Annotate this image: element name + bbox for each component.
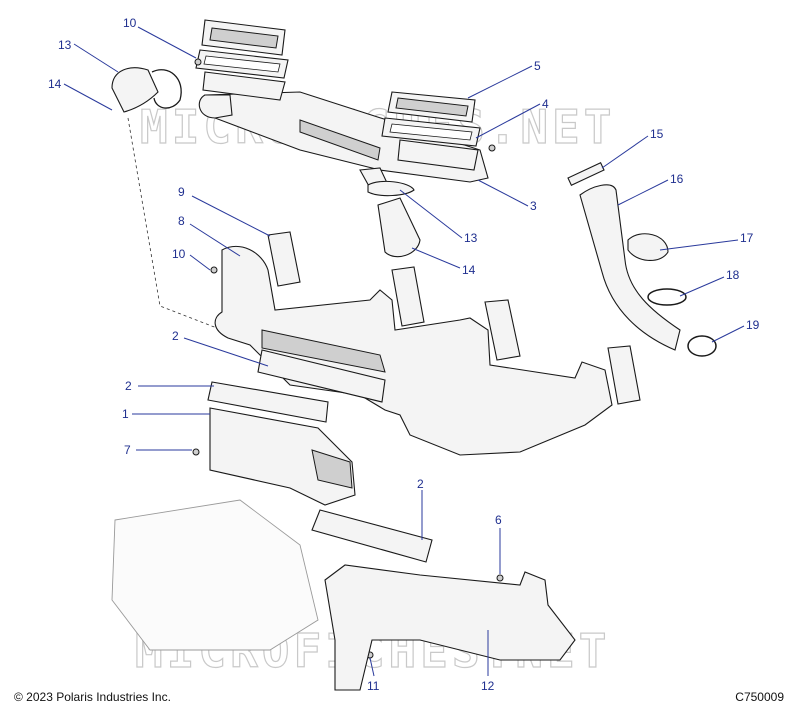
screw-icon <box>210 266 218 274</box>
callout-8: 8 <box>178 214 185 228</box>
callout-2b: 2 <box>125 379 132 393</box>
bezel-top-left <box>202 71 286 101</box>
callout-10b: 10 <box>172 247 186 261</box>
leader-14b <box>411 247 461 269</box>
filter-2-upper <box>257 349 386 403</box>
screw-icon <box>488 144 496 152</box>
leader-14a <box>63 83 113 111</box>
leader-18 <box>679 276 725 297</box>
screw-icon <box>194 58 202 66</box>
figure-id: C750009 <box>735 690 784 704</box>
leader-9 <box>191 195 271 237</box>
filter-2-lower <box>311 509 433 563</box>
callout-12: 12 <box>481 679 495 693</box>
vent-grille-top-left <box>201 19 286 56</box>
callout-11: 11 <box>367 679 380 693</box>
callout-4: 4 <box>542 97 549 111</box>
housing-reference <box>111 499 319 651</box>
leader-10b <box>189 254 211 271</box>
callout-14b: 14 <box>462 263 476 277</box>
duct-slot <box>261 329 386 373</box>
leader-19 <box>711 325 745 343</box>
leader-16 <box>617 179 669 206</box>
clamp-19 <box>687 335 717 357</box>
screw-icon <box>496 574 504 582</box>
callout-3: 3 <box>530 199 537 213</box>
seal-ring-top-left <box>151 69 182 109</box>
leader-8 <box>189 223 241 257</box>
callout-19: 19 <box>746 318 760 332</box>
leader-2a <box>183 337 269 367</box>
heater-box-actuator <box>311 449 353 489</box>
callout-15: 15 <box>650 127 664 141</box>
callout-13b: 13 <box>464 231 478 245</box>
intake-hose-16 <box>579 184 681 351</box>
callout-13a: 13 <box>58 38 72 52</box>
seal-ring-center <box>367 180 415 197</box>
callout-17: 17 <box>740 231 754 245</box>
vent-grille-right <box>387 91 476 123</box>
floor-duct <box>324 564 576 691</box>
lower-duct <box>214 245 613 456</box>
leader-17 <box>659 239 739 251</box>
leader-13b <box>399 189 463 239</box>
copyright-notice: © 2023 Polaris Industries Inc. <box>14 690 171 704</box>
callout-16: 16 <box>670 172 684 186</box>
gasket-9-b <box>391 266 425 327</box>
gasket-9-a <box>267 231 301 287</box>
callout-10a: 10 <box>123 16 137 30</box>
callout-6: 6 <box>495 513 502 527</box>
leader-4 <box>475 103 541 139</box>
heater-box <box>209 407 356 506</box>
gasket-top-left <box>195 49 289 79</box>
gasket-right <box>381 117 481 147</box>
callout-2a: 2 <box>172 329 179 343</box>
leader-10a <box>137 26 197 59</box>
bezel-right <box>397 139 479 171</box>
elbow-center <box>377 197 421 258</box>
callout-2c: 2 <box>417 477 424 491</box>
callout-18: 18 <box>726 268 740 282</box>
callout-14a: 14 <box>48 77 62 91</box>
adapter-17 <box>627 233 669 261</box>
callout-9: 9 <box>178 185 185 199</box>
filter-2-middle <box>207 381 329 423</box>
leader-5 <box>467 65 533 99</box>
leader-3 <box>477 179 529 207</box>
gasket-9-d <box>607 345 641 405</box>
callout-7: 7 <box>124 443 131 457</box>
screw-icon <box>192 448 200 456</box>
leader-13a <box>73 43 119 73</box>
leader-15 <box>601 135 649 169</box>
callout-1: 1 <box>122 407 129 421</box>
callout-5: 5 <box>534 59 541 73</box>
leader-11 <box>369 657 375 677</box>
reference-dashed-line <box>127 117 223 331</box>
elbow-top-left <box>111 67 159 113</box>
gasket-9-c <box>484 299 521 361</box>
clamp-18 <box>647 288 687 306</box>
hose-clip-15 <box>567 162 605 186</box>
